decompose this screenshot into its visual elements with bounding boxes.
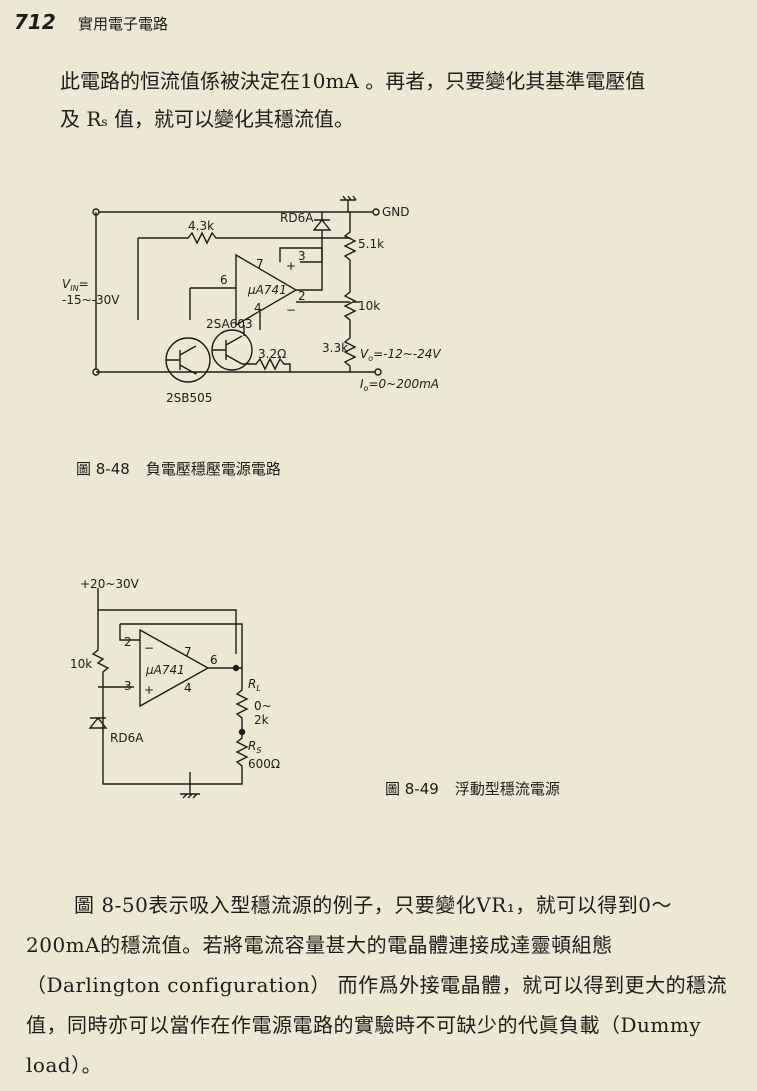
- figure-8-49-number: 圖 8-49: [385, 780, 439, 798]
- label-pin7-49: 7: [184, 645, 192, 659]
- label-pin6: 6: [220, 273, 228, 287]
- paragraph-1-line-2b: 值，就可以變化其穩流值。: [107, 107, 354, 131]
- label-rl-val2: 2k: [254, 713, 269, 727]
- paragraph-1: 此電路的恒流值係被決定在10mA 。再者，只要變化其基準電壓值 及 Rs 值，就…: [60, 62, 710, 141]
- figure-8-48-title: 負電壓穩壓電源電路: [145, 460, 281, 478]
- label-minus-49: −: [144, 641, 154, 655]
- label-5-1k: 5.1k: [358, 237, 384, 251]
- paragraph-2: 圖 8-50表示吸入型穩流源的例子，只要變化VR₁，就可以得到0～200mA的穩…: [26, 893, 728, 1077]
- label-pin3-49: 3: [124, 679, 132, 693]
- label-opamp: μA741: [247, 283, 287, 297]
- label-rl-val1: 0~: [254, 699, 272, 713]
- label-rl: RL: [248, 677, 261, 693]
- label-vo: Vo=-12~-24V: [360, 347, 441, 363]
- label-rs-val: 600Ω: [248, 757, 280, 771]
- label-rd6a-49: RD6A: [110, 731, 144, 745]
- label-pin3: 3: [298, 249, 306, 263]
- paragraph-1-sub: s: [101, 115, 108, 129]
- label-10k: 10k: [358, 299, 380, 313]
- figure-8-48-number: 圖 8-48: [76, 460, 130, 478]
- label-10k-49: 10k: [70, 657, 92, 671]
- label-rs: RS: [248, 739, 261, 755]
- ground-icon: [340, 195, 357, 212]
- label-2sa603: 2SA603: [206, 317, 253, 331]
- opamp-triangle: [235, 253, 298, 327]
- figure-8-49-title: 浮動型穩流電源: [454, 780, 560, 798]
- label-rd6a: RD6A: [280, 211, 314, 225]
- figure-8-49-schematic: +20~30V 10k 2 3 7 6 4 − + μA741 RD6A RL …: [60, 572, 320, 802]
- label-plus-49: +: [144, 683, 154, 697]
- label-pin6-49: 6: [210, 653, 218, 667]
- page-number: 712: [14, 10, 56, 34]
- label-3-3k: 3.3k: [322, 341, 348, 355]
- label-pin2-49: 2: [124, 635, 132, 649]
- label-vin: VIN=: [62, 277, 89, 293]
- label-plus: +: [286, 259, 296, 273]
- paragraph-1-line-2a: 及 R: [60, 107, 102, 131]
- label-vin-range: -15~-30V: [62, 293, 120, 307]
- figure-8-48-caption: 圖 8-48 負電壓穩壓電源電路: [76, 458, 281, 479]
- label-4-3k: 4.3k: [188, 219, 214, 233]
- running-head: 實用電子電路: [78, 15, 169, 33]
- label-io: Io=0~200mA: [360, 377, 439, 393]
- label-vplus: +20~30V: [80, 577, 140, 591]
- label-pin2: 2: [298, 289, 306, 303]
- figure-8-49-caption: 圖 8-49 浮動型穩流電源: [385, 778, 560, 799]
- label-pin4: 4: [254, 301, 262, 315]
- figure-8-48-schematic: GND RD6A 4.3k 5.1k VIN= -15~-30V 7 3 6 2…: [60, 190, 480, 415]
- label-pin4-49: 4: [184, 681, 192, 695]
- label-gnd: GND: [382, 205, 410, 219]
- label-minus: −: [286, 303, 296, 317]
- label-3-2ohm: 3.2Ω: [258, 347, 286, 361]
- label-2sb505: 2SB505: [166, 391, 212, 405]
- opamp-triangle-49: [139, 628, 210, 708]
- label-pin7: 7: [256, 257, 264, 271]
- label-opamp-49: μA741: [145, 663, 185, 677]
- paragraph-1-line-1: 此電路的恒流值係被決定在10mA 。再者，只要變化其基準電壓值: [60, 69, 646, 93]
